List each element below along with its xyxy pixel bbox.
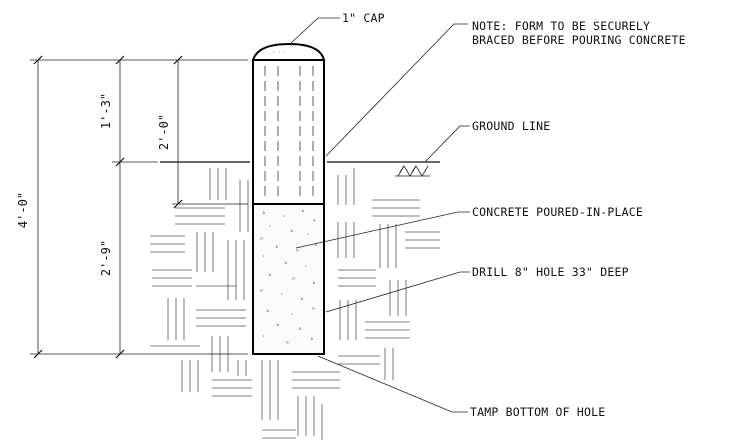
dimension-form-depth: 2'-0" [157, 114, 171, 150]
svg-text:·: · [262, 253, 266, 260]
svg-text:·: · [280, 291, 284, 298]
svg-text:·: · [262, 333, 266, 340]
svg-text:▵: ▵ [300, 295, 304, 302]
svg-text:·: · [306, 231, 310, 238]
drill-label: DRILL 8" HOLE 33" DEEP [472, 265, 629, 279]
post-above-concrete [252, 59, 325, 205]
svg-text:▵: ▵ [262, 209, 266, 216]
note-line-1: NOTE: FORM TO BE SECURELY [472, 19, 650, 33]
svg-text:▹: ▹ [296, 247, 300, 254]
svg-text:▵: ▵ [298, 325, 302, 332]
svg-text:·: · [290, 311, 294, 318]
svg-text:▵: ▵ [268, 271, 272, 278]
tamp-label: TAMP BOTTOM OF HOLE [470, 405, 605, 419]
svg-text:▵: ▵ [312, 279, 316, 286]
concrete-aggregate-pattern: ▵·▵▹ ·▵▹· ▵▹▵· ▵·▵▹ ▵▹·▵ ▵·▹▵ ▵·▹▵ [260, 207, 318, 346]
svg-text:▹: ▹ [292, 275, 296, 282]
cap-label: 1" CAP [342, 11, 385, 25]
svg-text:▵: ▵ [275, 243, 279, 250]
svg-text:▵: ▵ [310, 335, 314, 342]
svg-text:· · ·: · · · [272, 50, 287, 56]
svg-text:▵: ▵ [266, 307, 270, 314]
svg-text:▹: ▹ [286, 339, 290, 346]
ground-line-label: GROUND LINE [472, 119, 550, 133]
svg-text:·: · [268, 223, 272, 230]
svg-text:▵: ▵ [290, 227, 294, 234]
svg-text:▵: ▵ [284, 259, 288, 266]
earth-symbol-icon [395, 165, 430, 177]
leader-lines [289, 17, 470, 413]
svg-text:▹: ▹ [313, 217, 317, 224]
ground-line [160, 161, 440, 177]
svg-text:·: · [304, 263, 308, 270]
dimension-lines [30, 55, 248, 359]
svg-text:▹: ▹ [312, 305, 316, 312]
svg-text:·: · [282, 213, 286, 220]
svg-text:▵: ▵ [301, 207, 305, 214]
svg-text:▹: ▹ [260, 287, 264, 294]
dimension-above-ground: 1'-3" [99, 93, 113, 129]
dimension-overall: 4'-0" [16, 192, 30, 228]
dimension-below-ground: 2'-9" [99, 240, 113, 276]
cap: · · · [251, 42, 326, 61]
note-line-2: BRACED BEFORE POURING CONCRETE [472, 33, 686, 47]
svg-text:▹: ▹ [260, 235, 264, 242]
soil-hatch [150, 168, 440, 440]
concrete-footing: ▵·▵▹ ·▵▹· ▵▹▵· ▵·▵▹ ▵▹·▵ ▵·▹▵ ▵·▹▵ [252, 203, 325, 355]
svg-text:▵: ▵ [276, 321, 280, 328]
svg-text:▵: ▵ [314, 241, 318, 248]
concrete-label: CONCRETE POURED-IN-PLACE [472, 205, 643, 219]
